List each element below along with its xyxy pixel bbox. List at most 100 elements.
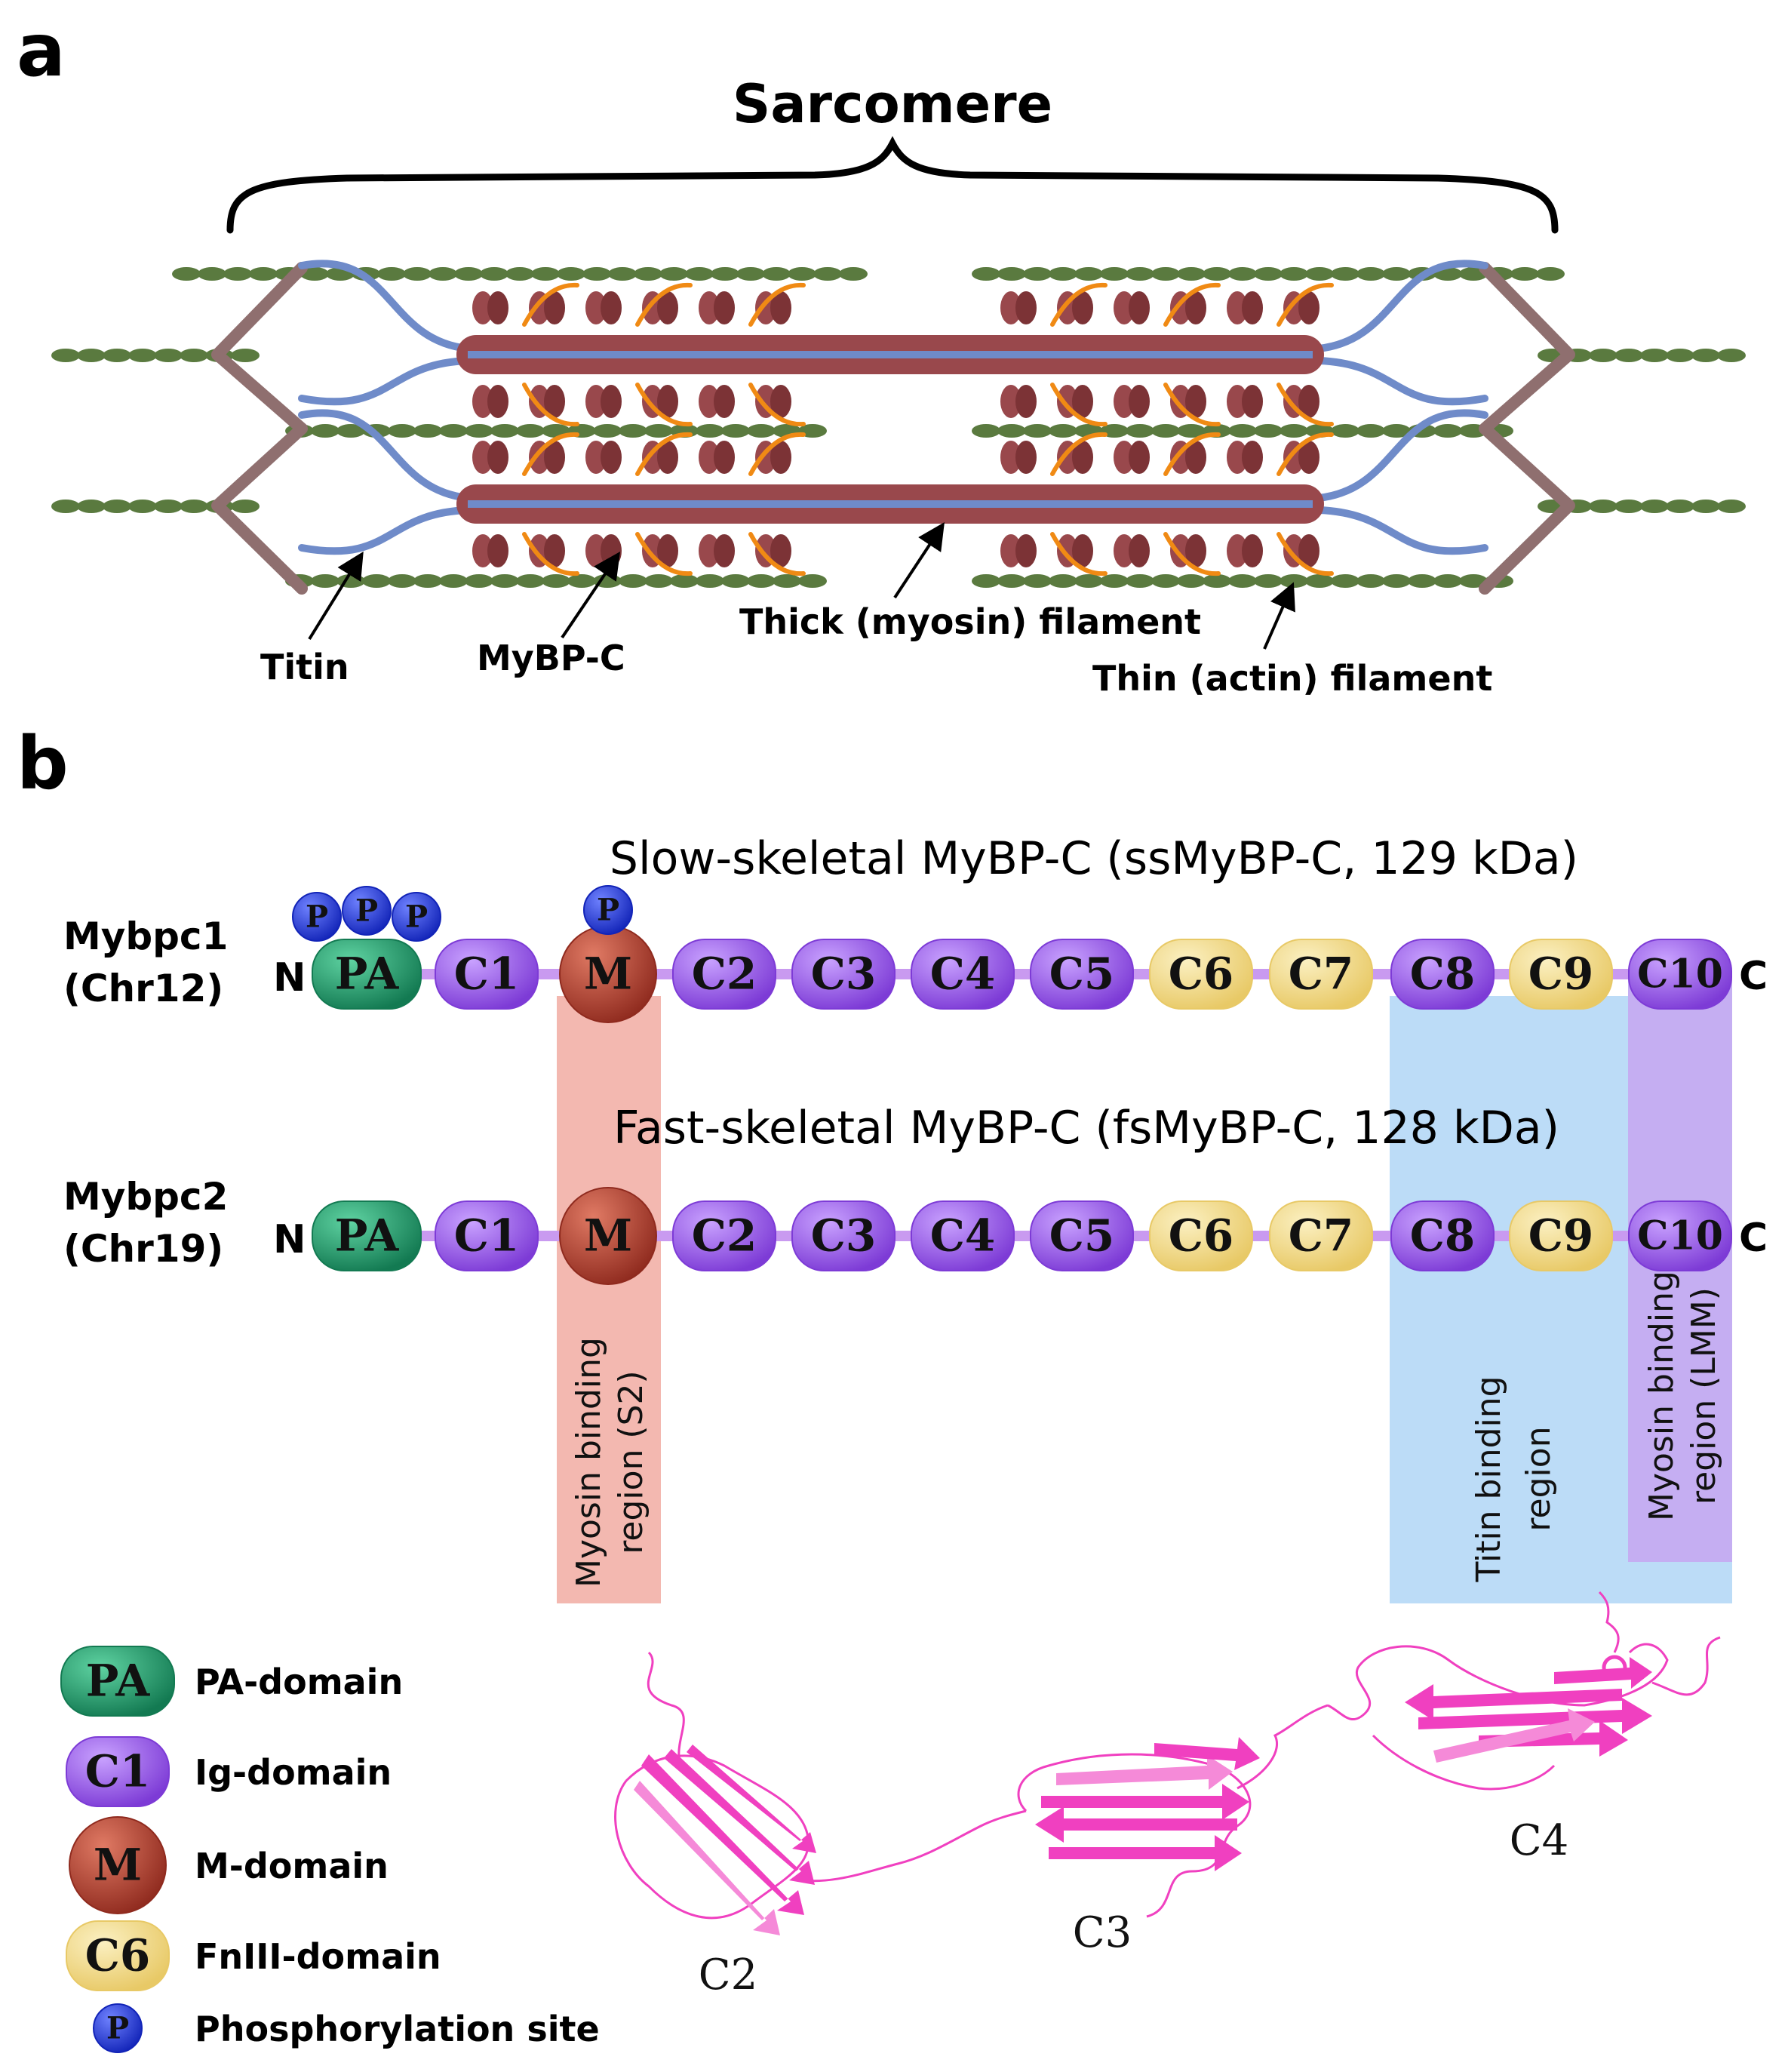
slow-domain-c8: C8 [1390, 939, 1495, 1010]
legend-symbol-ig: C1 [66, 1736, 170, 1807]
phosphorylation-site-3-label: P [597, 893, 619, 928]
fast-domain-c10: C10 [1628, 1200, 1732, 1271]
phosphorylation-site-3: P [583, 885, 633, 935]
fast-domain-c6: C6 [1149, 1200, 1253, 1271]
legend-item-p: P Phosphorylation site [93, 2003, 600, 2053]
fast-domain-c1: C1 [435, 1200, 539, 1271]
phosphorylation-site-2: P [392, 892, 441, 942]
slow-domain-pa-label: PA [335, 948, 399, 1000]
fast-domain-pa: PA [312, 1200, 422, 1271]
svg-text:region: region [1519, 1426, 1558, 1531]
titin-arrow [308, 551, 364, 641]
legend-symbol-fn-label: C6 [85, 1930, 151, 1981]
slow-domain-c1: C1 [435, 939, 539, 1010]
slow-domain-c2: C2 [672, 939, 776, 1010]
fast-domain-c9: C9 [1509, 1200, 1613, 1271]
actin-strand-0-1 [972, 267, 1565, 281]
c2-ribbon-structure [614, 1651, 1027, 1935]
legend-text-m: M-domain [195, 1846, 389, 1886]
legend-item-ig: C1 Ig-domain [66, 1736, 392, 1807]
fast-domain-c5-label: C5 [1049, 1210, 1115, 1262]
fast-domain-c9-label: C9 [1528, 1210, 1594, 1262]
panel-b-domain-architecture: b Myosin binding region (S2) Titin bindi… [17, 721, 1768, 2053]
slow-domain-c3-label: C3 [811, 948, 877, 1000]
slow-chromosome-label: (Chr12) [63, 967, 223, 1010]
slow-isoform-title: Slow-skeletal MyBP-C (ssMyBP-C, 129 kDa) [610, 832, 1578, 885]
legend-text-p: Phosphorylation site [195, 2009, 600, 2049]
legend-symbol-p: P [93, 2003, 143, 2053]
c3-ribbon-structure [1017, 1704, 1329, 1918]
c2-structure-label: C2 [699, 1951, 757, 2000]
slow-domain-c7: C7 [1269, 939, 1373, 1010]
slow-n-terminus: N [273, 955, 306, 1001]
thick-filament-arrow [893, 521, 945, 599]
slow-domain-c8-label: C8 [1410, 948, 1476, 1000]
phosphorylation-site-2-label: P [405, 899, 428, 935]
panel-a-sarcomere: a Sarcomere Titin MyBP-C Thick (myosin) … [17, 8, 1746, 699]
svg-text:Titin binding: Titin binding [1470, 1376, 1508, 1582]
myosin-filament-0 [298, 260, 1488, 427]
slow-domain-c5-label: C5 [1049, 948, 1115, 1000]
actin-strand-2-0 [285, 424, 827, 438]
legend-symbol-m-label: M [94, 1840, 142, 1891]
phosphorylation-site-1-label: P [355, 893, 378, 929]
fast-domain-c7-label: C7 [1289, 1210, 1354, 1262]
phosphorylation-site-1: P [342, 886, 392, 936]
slow-domain-c6-label: C6 [1169, 948, 1234, 1000]
actin-strand-0-0 [172, 267, 868, 281]
slow-domain-c3: C3 [791, 939, 896, 1010]
panel-letter-b: b [17, 721, 69, 806]
slow-c-terminus: C [1739, 954, 1768, 999]
c3-structure-label: C3 [1073, 1908, 1132, 1957]
phosphorylation-site-0: P [292, 892, 342, 942]
thick-myosin-filaments [298, 260, 1488, 576]
slow-domain-c4: C4 [911, 939, 1015, 1010]
legend-item-m: M M-domain [69, 1816, 389, 1914]
legend-text-pa: PA-domain [195, 1662, 403, 1702]
thin-filament-label: Thin (actin) filament [1092, 658, 1492, 699]
legend-symbol-pa-label: PA [86, 1655, 150, 1707]
titin-label: Titin [260, 647, 349, 687]
fast-domain-c8: C8 [1390, 1200, 1495, 1271]
slow-domain-m: M [559, 925, 657, 1023]
c2-c3-c4-structure: C2 C3 C4 [614, 1591, 1721, 2000]
fast-domain-c4-label: C4 [930, 1210, 996, 1262]
actin-strand-4-0 [285, 574, 827, 588]
legend-symbol-m: M [69, 1816, 167, 1914]
actin-strand-2-1 [972, 424, 1513, 438]
svg-text:Myosin binding: Myosin binding [570, 1337, 608, 1588]
fast-n-terminus: N [273, 1217, 306, 1262]
fast-isoform-title: Fast-skeletal MyBP-C (fsMyBP-C, 128 kDa) [613, 1102, 1559, 1154]
phosphorylation-site-0-label: P [306, 899, 328, 935]
c4-structure-label: C4 [1510, 1816, 1568, 1865]
mybpc-label: MyBP-C [477, 638, 625, 678]
fast-domain-c5: C5 [1030, 1200, 1134, 1271]
fast-domain-c4: C4 [911, 1200, 1015, 1271]
fast-domain-c1-label: C1 [454, 1210, 520, 1262]
slow-domain-c10-label: C10 [1637, 951, 1723, 998]
fast-domain-c3: C3 [791, 1200, 896, 1271]
z-disc-left [211, 262, 308, 595]
slow-domain-c5: C5 [1030, 939, 1134, 1010]
fast-domain-c2-label: C2 [692, 1210, 757, 1262]
sarcomere-brace [226, 136, 1559, 234]
slow-domain-c2-label: C2 [692, 948, 757, 1000]
panel-letter-a: a [17, 8, 66, 93]
legend-symbol-fn: C6 [66, 1920, 170, 1991]
myosin-filament-1 [298, 409, 1488, 576]
actin-strand-3-1 [1538, 500, 1746, 513]
slow-domain-pa: PA [312, 939, 422, 1010]
legend-text-ig: Ig-domain [195, 1752, 392, 1793]
fast-domain-c8-label: C8 [1410, 1210, 1476, 1262]
fast-domain-c2: C2 [672, 1200, 776, 1271]
slow-domain-c9-label: C9 [1528, 948, 1594, 1000]
s2-region-label: Myosin binding region (S2) [570, 1337, 650, 1588]
actin-strand-4-1 [972, 574, 1513, 588]
sarcomere-title: Sarcomere [733, 73, 1052, 135]
fast-domain-m: M [559, 1187, 657, 1285]
svg-text:Myosin binding: Myosin binding [1642, 1271, 1681, 1521]
thin-actin-filaments [51, 267, 1746, 588]
